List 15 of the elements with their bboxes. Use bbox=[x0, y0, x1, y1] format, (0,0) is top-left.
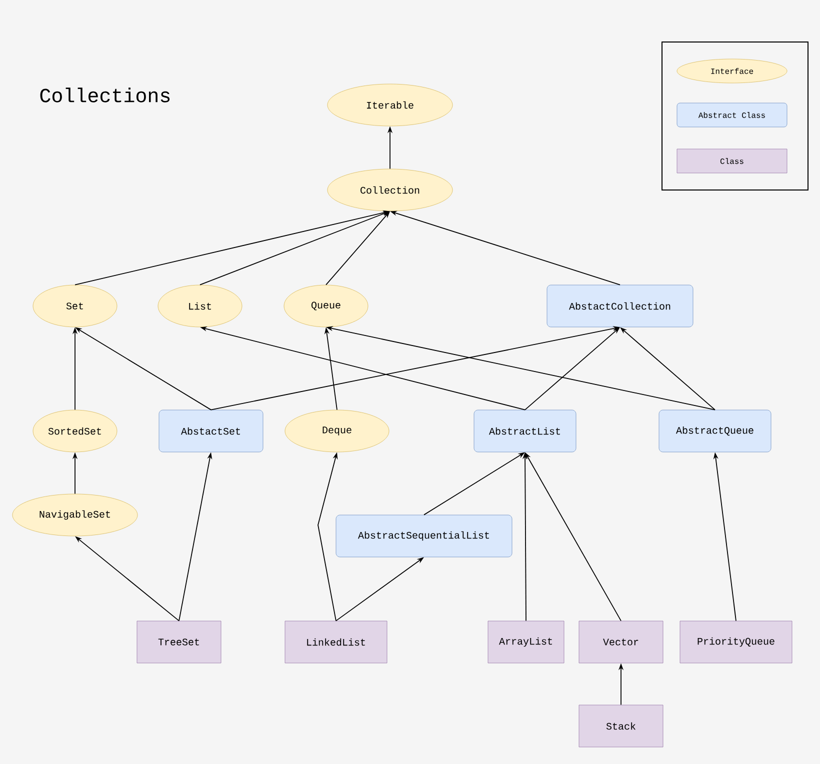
abstract-class-box: AbstactSet bbox=[158, 410, 264, 452]
class-box: Stack bbox=[578, 704, 664, 748]
abstract-class-box: AbstractQueue bbox=[658, 410, 772, 452]
abstract-class-box: AbstractSequentialList bbox=[336, 514, 512, 558]
class-box: Vector bbox=[578, 620, 664, 664]
title: Collections bbox=[40, 88, 170, 102]
legend-item: Abstract Class bbox=[676, 102, 788, 128]
abstract-class-box: AbstractList bbox=[474, 410, 576, 452]
class-box: PriorityQueue bbox=[680, 620, 792, 664]
legend-item: Class bbox=[676, 148, 788, 174]
class-box: TreeSet bbox=[136, 620, 222, 664]
legend-item: Interface bbox=[676, 58, 788, 84]
class-box: ArrayList bbox=[488, 620, 564, 664]
abstract-class-box: AbstactCollection bbox=[546, 284, 694, 328]
class-box: LinkedList bbox=[284, 620, 388, 664]
